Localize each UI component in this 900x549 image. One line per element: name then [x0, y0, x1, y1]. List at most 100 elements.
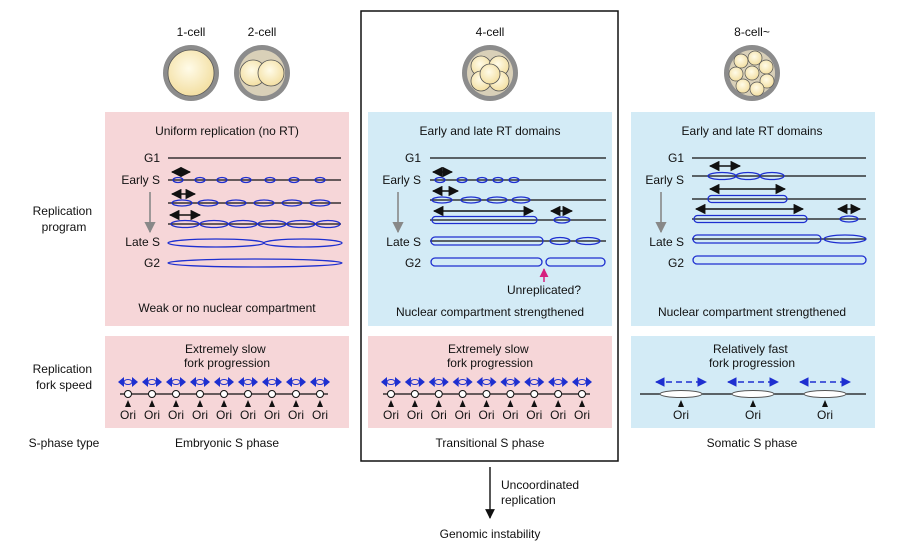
- stage-label-1-cell: 1-cell: [177, 25, 206, 39]
- transitional-ori-site: [458, 390, 467, 398]
- embryonic-phase-g1: G1: [144, 151, 160, 165]
- somatic-fork-title: Relatively fast fork progression: [709, 342, 795, 370]
- embryonic-phase-g2: G2: [144, 256, 160, 270]
- transitional-ori-site: [410, 390, 419, 398]
- transitional-ori-label: Ori: [502, 408, 518, 422]
- transitional-ori-label: Ori: [479, 408, 495, 422]
- somatic-phase-g2: G2: [668, 256, 684, 270]
- transitional-phase-early-s: Early S: [382, 173, 421, 187]
- embryonic-s-phase: Embryonic S phase: [175, 436, 279, 450]
- transitional-ori-marker: [555, 400, 562, 407]
- embryonic-ori-marker: [245, 400, 251, 407]
- embryonic-fork-bubble: [310, 377, 330, 387]
- embryonic-fork-bubble: [166, 377, 186, 387]
- transitional-ori-marker: [579, 400, 585, 407]
- embryonic-ori-marker: [293, 400, 299, 407]
- embryonic-ori-site: [196, 390, 204, 398]
- embryonic-ori-site: [316, 390, 324, 398]
- embryonic-fork-bubble: [286, 377, 306, 387]
- transitional-ori-marker: [459, 400, 466, 407]
- transitional-ori-label: Ori: [407, 408, 423, 422]
- transitional-ori-marker: [388, 400, 394, 407]
- embryonic-ori-marker: [221, 400, 227, 407]
- transitional-fork-bubble: [476, 377, 497, 387]
- unreplicated-label: Unreplicated?: [507, 283, 581, 297]
- embryonic-ori-site: [292, 390, 300, 398]
- embryo-8-cell: [724, 45, 780, 101]
- transitional-program-title: Early and late RT domains: [420, 124, 561, 138]
- transitional-ori-marker: [507, 400, 514, 407]
- stage-label-2-cell: 2-cell: [248, 25, 277, 39]
- transitional-fork-bubble: [428, 377, 449, 387]
- transitional-fork-bubble: [404, 377, 425, 387]
- transitional-ori-marker: [435, 400, 442, 407]
- embryonic-fork-bubble: [214, 377, 234, 387]
- somatic-ori-3: Ori: [817, 408, 833, 422]
- embryonic-ori-label: Ori: [192, 408, 208, 422]
- embryonic-ori-label: Ori: [216, 408, 232, 422]
- transitional-ori-label: Ori: [383, 408, 399, 422]
- transitional-ori-site: [554, 390, 563, 398]
- somatic-dna-lines: [692, 157, 867, 265]
- embryonic-ori-site: [268, 390, 276, 398]
- somatic-phase-g1: G1: [668, 151, 684, 165]
- transitional-ori-site: [387, 390, 395, 398]
- transitional-fork-bubble: [572, 377, 592, 387]
- transitional-ori-label: Ori: [455, 408, 471, 422]
- transitional-ori-site: [482, 390, 491, 398]
- embryonic-ori-label: Ori: [168, 408, 184, 422]
- stage-label-4-cell: 4-cell: [476, 25, 505, 39]
- transitional-s-phase: Transitional S phase: [436, 436, 545, 450]
- embryonic-ori-marker: [173, 400, 179, 407]
- embryonic-ori-label: Ori: [264, 408, 280, 422]
- embryonic-ori-site: [220, 390, 228, 398]
- transitional-phase-late-s: Late S: [386, 235, 421, 249]
- transitional-ori-marker: [531, 400, 538, 407]
- embryonic-ori-marker: [197, 400, 203, 407]
- somatic-phase-late-s: Late S: [649, 235, 684, 249]
- transitional-phase-g1: G1: [405, 151, 421, 165]
- transitional-fork-bubble: [452, 377, 473, 387]
- transitional-fork-bubble: [548, 377, 569, 387]
- embryonic-phase-late-s: Late S: [125, 235, 160, 249]
- transitional-compartment: Nuclear compartment strengthened: [396, 305, 584, 319]
- embryonic-ori-label: Ori: [240, 408, 256, 422]
- somatic-program-title: Early and late RT domains: [682, 124, 823, 138]
- embryonic-ori-site: [148, 390, 156, 398]
- embryonic-compartment: Weak or no nuclear compartment: [138, 301, 316, 315]
- transitional-fork-bubble: [381, 377, 401, 387]
- outcome-arrow-label: Uncoordinated replication: [501, 478, 582, 507]
- transitional-ori-site: [506, 390, 515, 398]
- embryonic-program-panel: [105, 112, 349, 326]
- embryo-4-cell: [462, 45, 518, 101]
- row-label-s-phase-type: S-phase type: [29, 436, 100, 450]
- transitional-fork-title: Extremely slow fork progression: [447, 342, 533, 370]
- embryonic-ori-label: Ori: [144, 408, 160, 422]
- embryonic-ori-site: [124, 390, 132, 398]
- transitional-ori-site: [434, 390, 443, 398]
- transitional-fork-bubble: [524, 377, 545, 387]
- embryonic-ori-label: Ori: [312, 408, 328, 422]
- embryonic-dna-lines: [167, 157, 343, 268]
- embryonic-ori-label: Ori: [288, 408, 304, 422]
- somatic-ori-1: Ori: [673, 408, 689, 422]
- embryonic-ori-marker: [317, 400, 323, 407]
- somatic-phase-early-s: Early S: [645, 173, 684, 187]
- embryonic-ori-site: [244, 390, 252, 398]
- embryonic-fork-bubble: [190, 377, 210, 387]
- transitional-ori-label: Ori: [526, 408, 542, 422]
- transitional-frame: [360, 10, 619, 462]
- embryonic-ori-marker: [149, 400, 155, 407]
- transitional-ori-label: Ori: [431, 408, 447, 422]
- embryonic-fork-bubble: [142, 377, 162, 387]
- outcome-result: Genomic instability: [440, 527, 541, 541]
- transitional-program-panel: [368, 112, 612, 326]
- transitional-ori-site: [578, 390, 586, 398]
- row-label-replication-program: Replication program: [33, 204, 96, 234]
- embryonic-fork-title: Extremely slow fork progression: [184, 342, 270, 370]
- transitional-ori-marker: [483, 400, 490, 407]
- embryonic-phase-early-s: Early S: [121, 173, 160, 187]
- somatic-s-phase: Somatic S phase: [707, 436, 798, 450]
